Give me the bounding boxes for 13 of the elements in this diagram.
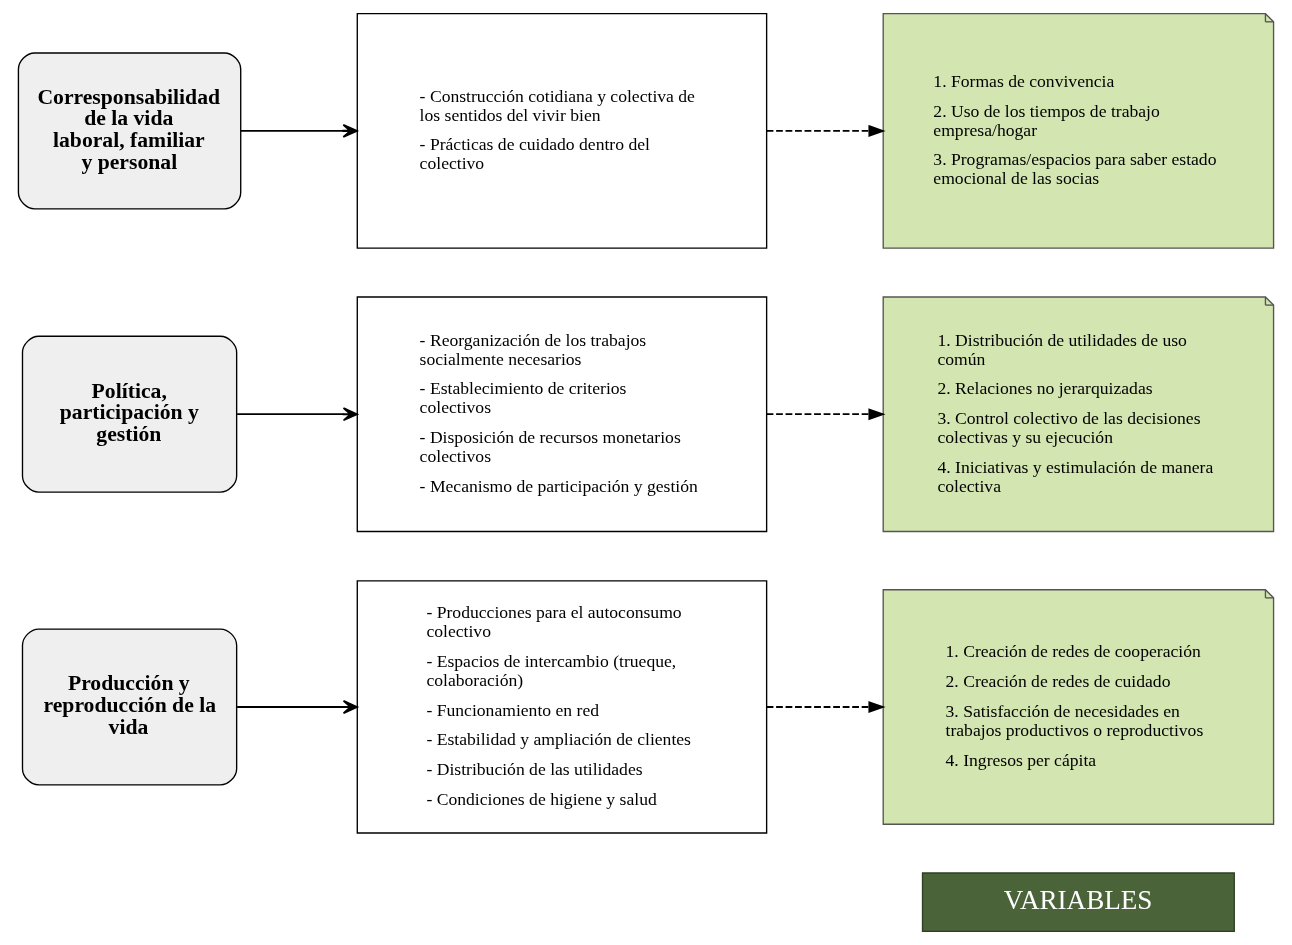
node-box: - Producciones para el autoconsumo colectivo - Espacios de intercambio (trueque, colaboración) - Funcionamiento en red - Estabilidad y ampliación de clientes - Distribución de las utilidades - Condiciones de higiene y salud [356,580,768,834]
arrow [765,701,886,713]
arrow [236,407,358,422]
arrow [236,700,358,714]
node-box: VARIABLES [921,872,1235,932]
arrow [240,123,358,138]
node-box: Política, participación y gestión [21,335,238,493]
arrow [765,408,886,421]
arrow [765,124,886,137]
node-box: Corresponsabilidad de la vida laboral, familiar y personal [17,52,242,210]
node-box: - Reorganización de los trabajos socialmente necesarios - Establecimiento de criterios colectivos - Disposición de recursos monetarios colectivos - Mecanismo de participación y gestión [356,296,768,533]
node-box: - Construcción cotidiana y colectiva de los sentidos del vivir bien - Prácticas de cuidado dentro del colectivo [356,13,768,249]
node-box: Producción y reproducción de la vida [21,628,238,786]
